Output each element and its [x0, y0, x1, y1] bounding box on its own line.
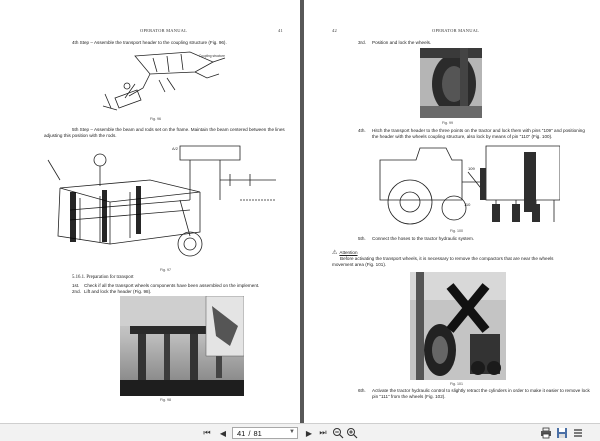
step-4th-line-2: the header with the wheels coupling stru…	[372, 134, 553, 139]
attention-line-1: Before activating the transport wheels, …	[340, 256, 554, 261]
attention-label: Attention	[339, 249, 358, 255]
chevron-down-icon[interactable]: ▼	[289, 429, 295, 435]
label-110: 110	[464, 202, 471, 207]
page-header-title: OPERATOR MANUAL	[432, 28, 480, 33]
menu-icon[interactable]	[572, 427, 584, 439]
step-4-text: 4th Step – Assemble the transport header…	[72, 40, 227, 45]
step-5-line-1: 5th Step – Assemble the beam and rods se…	[72, 127, 285, 132]
figure-99-photo	[420, 48, 482, 118]
figure-101-caption: Fig. 101	[450, 382, 463, 386]
page-number: 42	[332, 28, 337, 33]
figure-97-drawing: A/2	[47, 145, 276, 257]
figure-96-caption: Fig. 96	[150, 117, 161, 121]
section-title: 5.16.1. Preparation for transport	[72, 275, 134, 280]
figure-100-drawing: 109 110	[379, 145, 560, 225]
document-viewer[interactable]: OPERATOR MANUAL 41 4th Step – Assemble t…	[0, 0, 600, 423]
next-page-icon[interactable]: ▶	[305, 428, 313, 438]
step-5th-number: 5th.	[358, 236, 366, 241]
zoom-in-icon[interactable]	[346, 427, 358, 439]
warning-icon: ⚠	[332, 248, 338, 256]
step-5th-text: Connect the hoses to the tractor hydraul…	[372, 236, 475, 241]
viewer-toolbar: ⏮ ◀ 41 / 81 ▼ ▶ ⏭	[0, 423, 600, 441]
figure-97-caption: Fig. 97	[160, 268, 171, 272]
page-42: 42 OPERATOR MANUAL 3rd. Position and loc…	[304, 0, 600, 423]
step-4th-number: 4th.	[358, 128, 366, 133]
step-6th-line-1: Activate the tractor hydraulic control t…	[372, 388, 590, 393]
last-page-icon[interactable]: ⏭	[319, 428, 327, 437]
a-half-label: A/2	[172, 146, 179, 151]
step-3rd-number: 3rd.	[358, 40, 366, 45]
page-41: OPERATOR MANUAL 41 4th Step – Assemble t…	[0, 0, 300, 423]
label-109: 109	[468, 166, 475, 171]
step-6th-line-2: pin "111" from the wheels (Fig. 102).	[372, 394, 446, 399]
step-1st-text: Check if all the transport wheels compon…	[84, 283, 260, 288]
attention-box: ⚠ Attention	[332, 248, 374, 256]
current-page: 41	[237, 428, 246, 438]
step-2nd-number: 2nd.	[72, 289, 81, 294]
figure-101-photo	[410, 272, 506, 380]
page-separator: /	[248, 428, 251, 438]
page-number: 41	[278, 28, 283, 33]
attention-line-2: movement area (Fig. 101).	[332, 262, 387, 267]
page-header-title: OPERATOR MANUAL	[140, 28, 188, 33]
figure-98-caption: Fig. 98	[160, 398, 171, 402]
step-3rd-text: Position and lock the wheels.	[372, 40, 432, 45]
page-number-input[interactable]: 41 / 81 ▼	[232, 427, 298, 439]
step-5-line-2: adjusting this position with the rods.	[44, 133, 117, 138]
print-icon[interactable]	[540, 427, 552, 439]
figure-100-caption: Fig. 100	[450, 229, 463, 233]
prev-page-icon[interactable]: ◀	[219, 428, 227, 438]
save-icon[interactable]	[556, 427, 568, 439]
step-2nd-text: Lift and lock the header (Fig. 98).	[84, 289, 152, 294]
coupling-structure-callout: Coupling structure	[199, 54, 225, 58]
zoom-out-icon[interactable]	[332, 427, 344, 439]
figure-99-caption: Fig. 99	[442, 121, 453, 125]
step-4th-line-1: Hitch the transport header to the three …	[372, 128, 585, 133]
step-1st-number: 1st.	[72, 283, 80, 288]
total-pages: 81	[253, 428, 262, 438]
figure-98-photo	[120, 296, 244, 396]
first-page-icon[interactable]: ⏮	[203, 428, 211, 437]
step-6th-number: 6th.	[358, 388, 366, 393]
figure-96-drawing: Coupling structure	[102, 51, 226, 111]
